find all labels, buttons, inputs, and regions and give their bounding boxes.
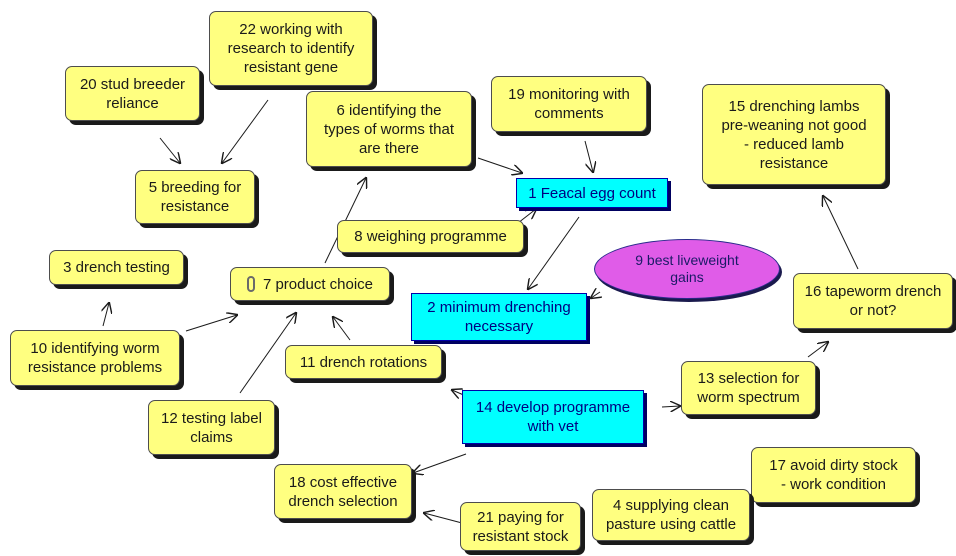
arrow-19-to-1 [584,140,593,172]
arrow-22-to-5 [222,99,269,163]
node-2-minimum-drenching[interactable]: 2 minimum drenching necessary [411,293,587,341]
arrow-1-to-2 [528,216,580,289]
node-1-feacal-egg-count[interactable]: 1 Feacal egg count [516,178,668,208]
node-17-avoid-dirty-stock[interactable]: 17 avoid dirty stock - work condition [751,447,916,503]
node-15-drenching-lambs[interactable]: 15 drenching lambs pre-weaning not good … [702,84,886,185]
paperclip-icon [246,276,255,292]
node-7-product-choice[interactable]: 7 product choice [230,267,390,301]
node-5-breeding-for-resistance[interactable]: 5 breeding for resistance [135,170,255,224]
node-19-monitoring-with-comments[interactable]: 19 monitoring with comments [491,76,647,132]
node-8-weighing-programme[interactable]: 8 weighing programme [337,220,524,253]
node-18-cost-effective-drench[interactable]: 18 cost effective drench selection [274,464,412,519]
node-14-develop-programme-with-vet[interactable]: 14 develop programme with vet [462,390,644,444]
node-10-identifying-worm-resistance[interactable]: 10 identifying worm resistance problems [10,330,180,386]
node-4-supplying-clean-pasture[interactable]: 4 supplying clean pasture using cattle [592,489,750,541]
arrow-16-to-15 [823,196,859,270]
node-21-paying-for-resistant-stock[interactable]: 21 paying for resistant stock [460,502,581,551]
node-16-tapeworm-drench[interactable]: 16 tapeworm drench or not? [793,273,953,329]
node-3-drench-testing[interactable]: 3 drench testing [49,250,184,285]
arrow-10-to-7 [185,315,237,332]
arrow-21-to-18 [424,513,463,524]
arrow-14-to-13 [661,406,680,407]
node-22-working-with-research[interactable]: 22 working with research to identify res… [209,11,373,86]
arrow-10-to-3 [103,303,109,327]
arrow-12-to-7 [239,313,296,394]
arrow-9-to-2 [591,292,600,298]
arrow-6-to-1 [477,157,522,173]
node-9-best-liveweight-gains[interactable]: 9 best liveweight gains [594,239,780,299]
node-13-selection-for-worm-spectrum[interactable]: 13 selection for worm spectrum [681,361,816,415]
node-20-stud-breeder-reliance[interactable]: 20 stud breeder reliance [65,66,200,121]
arrow-11-to-7 [333,317,351,341]
node-12-testing-label-claims[interactable]: 12 testing label claims [148,400,275,455]
arrow-13-to-16 [807,342,828,358]
product-choice-row: 7 product choice [246,275,374,294]
node-6-identifying-worm-types[interactable]: 6 identifying the types of worms that ar… [306,91,472,167]
arrow-20-to-5 [159,137,180,163]
node-7-label: 7 product choice [262,275,374,293]
node-11-drench-rotations[interactable]: 11 drench rotations [285,345,442,379]
arrow-14-to-18 [413,453,467,473]
